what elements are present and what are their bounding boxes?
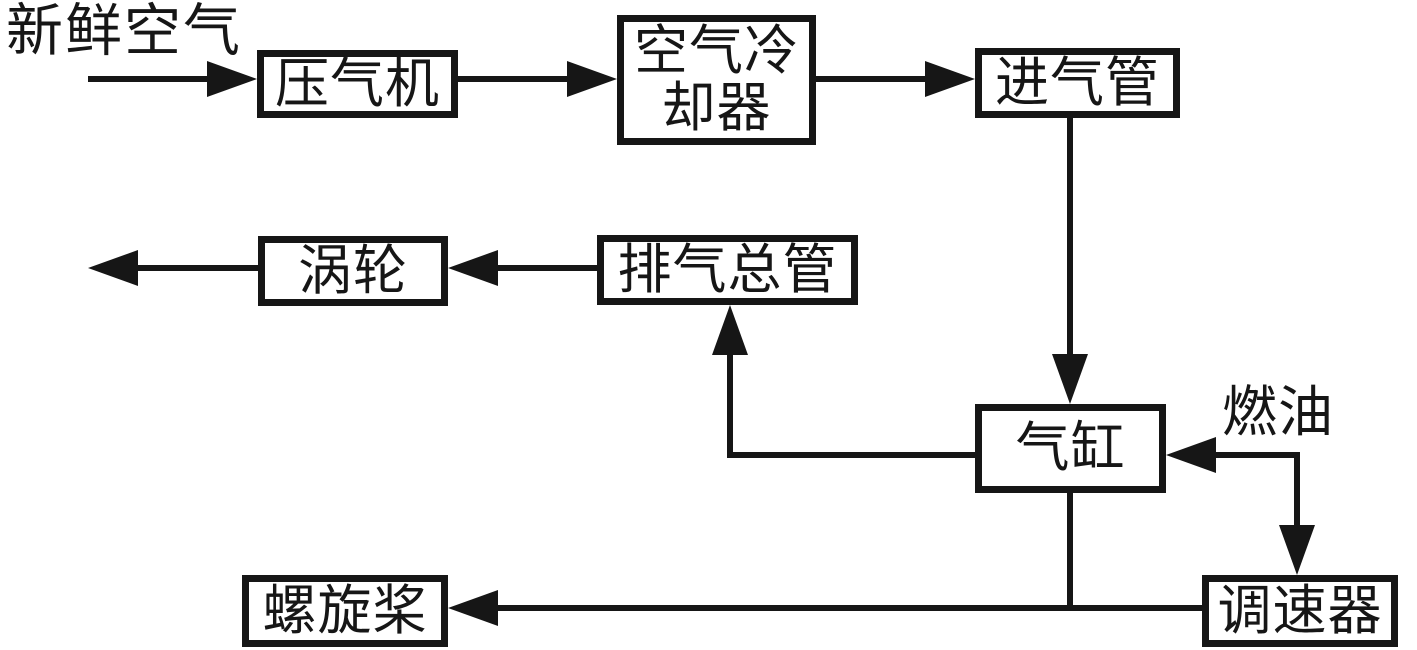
node-turbine: 涡轮	[258, 236, 448, 306]
label-fuel: 燃油	[1222, 382, 1335, 443]
node-exhaust-manifold: 排气总管	[597, 235, 858, 305]
edge-cylinder-exhaust-vline	[727, 353, 733, 458]
edge-turbine-outlet-line	[136, 265, 258, 271]
arrowhead-left-icon	[88, 250, 138, 286]
edge-cylinder-exhaust-hline	[727, 452, 975, 458]
edge-governor-propeller-line	[494, 605, 1202, 611]
arrowhead-down-icon	[1279, 525, 1315, 575]
edge-freshair-compressor-line	[88, 76, 210, 82]
node-propeller: 螺旋桨	[242, 575, 448, 647]
arrowhead-left-icon	[1166, 437, 1216, 473]
arrowhead-left-icon	[448, 250, 498, 286]
edge-cylinder-bottom-line	[1067, 493, 1073, 611]
arrowhead-right-icon	[567, 61, 617, 97]
edge-intake-cylinder-line	[1067, 116, 1073, 360]
node-cylinder: 气缸	[975, 404, 1166, 493]
node-intake-pipe: 进气管	[975, 48, 1180, 118]
arrowhead-left-icon	[448, 590, 498, 626]
arrowhead-right-icon	[925, 61, 975, 97]
edge-fuel-cylinder-line	[1214, 452, 1300, 458]
edge-cooler-intake-line	[815, 76, 927, 82]
edge-fuel-governor-line	[1294, 452, 1300, 530]
node-compressor: 压气机	[257, 50, 458, 118]
edge-compressor-cooler-line	[457, 76, 569, 82]
node-governor: 调速器	[1202, 575, 1398, 647]
label-fresh-air: 新鲜空气	[6, 0, 242, 63]
arrowhead-right-icon	[207, 61, 257, 97]
node-air-cooler: 空气冷却器	[617, 15, 816, 145]
edge-exhaust-turbine-line	[496, 265, 597, 271]
arrowhead-up-icon	[712, 305, 748, 355]
arrowhead-down-icon	[1052, 354, 1088, 404]
